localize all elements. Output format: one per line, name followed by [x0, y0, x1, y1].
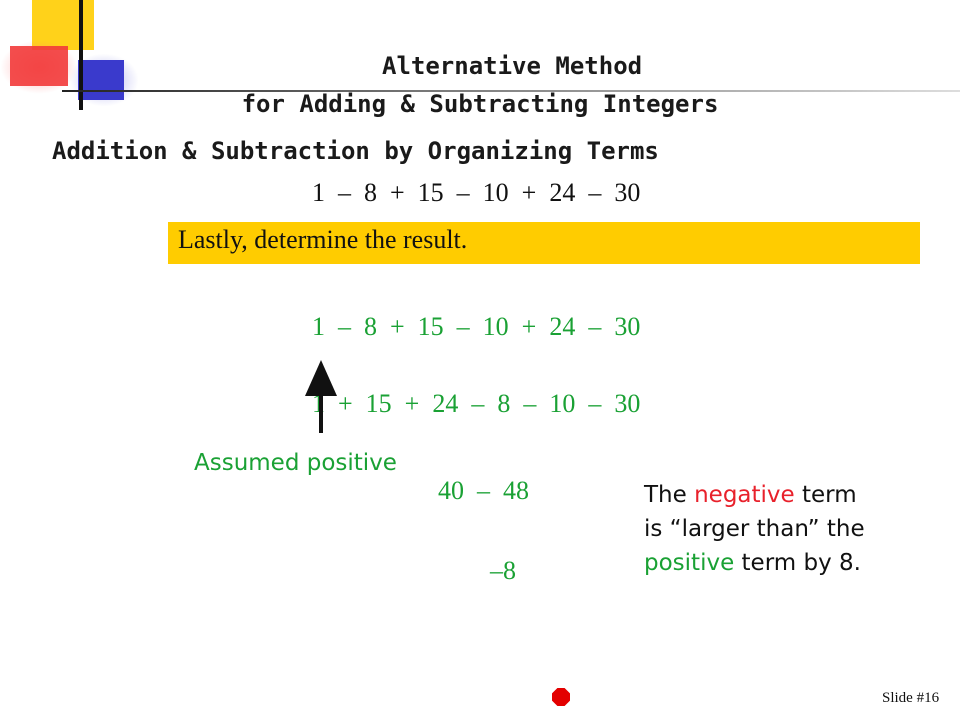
instruction-banner [168, 222, 920, 264]
explanation-note: The negative term is “larger than” the p… [644, 478, 865, 580]
logo-vertical-line [79, 0, 83, 110]
partial-result: 40 – 48 [438, 476, 529, 505]
assumed-positive-label: Assumed positive [194, 450, 397, 476]
instruction-banner-text: Lastly, determine the result. [178, 225, 468, 254]
arrow-up-icon [305, 360, 337, 396]
slide-number: Slide #16 [882, 690, 940, 706]
note-text: term [794, 482, 857, 508]
logo-blue-square [78, 60, 124, 100]
slide-title-line2: for Adding & Subtracting Integers [241, 90, 719, 118]
arrow-up-shaft [319, 388, 323, 433]
logo-red-square [10, 46, 68, 86]
expression-colored: 1 – 8 + 15 – 10 + 24 – 30 [312, 312, 641, 341]
negative-word: negative [694, 482, 795, 508]
note-line3: positive term by 8. [644, 546, 865, 580]
expression-original: 1 – 8 + 15 – 10 + 24 – 30 [312, 178, 641, 207]
positive-word: positive [644, 550, 735, 576]
stop-icon[interactable] [552, 688, 570, 706]
note-text: The [644, 482, 695, 508]
final-result: –8 [490, 556, 516, 585]
title-divider-line [62, 90, 960, 92]
note-text: term by 8. [734, 550, 861, 576]
slide-subtitle: Addition & Subtraction by Organizing Ter… [52, 137, 659, 165]
slide-title-line1: Alternative Method [382, 52, 643, 80]
note-line1: The negative term [644, 478, 865, 512]
expression-grouped: 1 + 15 + 24 – 8 – 10 – 30 [312, 389, 641, 418]
note-line2: is “larger than” the [644, 516, 865, 542]
